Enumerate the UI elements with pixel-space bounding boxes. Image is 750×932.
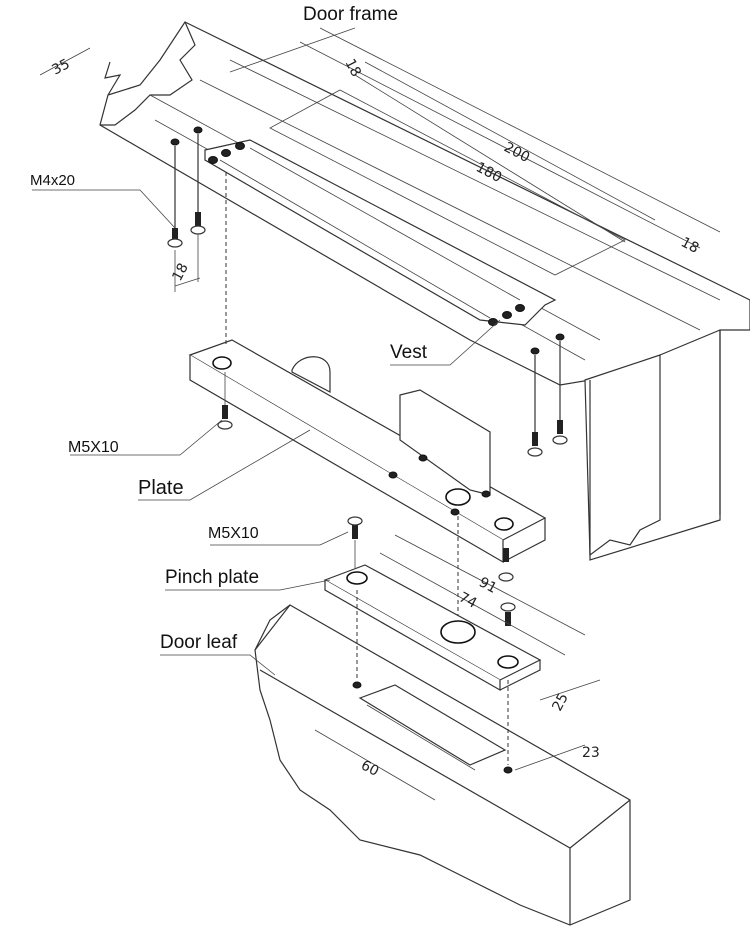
frame-holes bbox=[170, 126, 565, 355]
label-door-leaf: Door leaf bbox=[160, 632, 238, 653]
plate-screw bbox=[217, 172, 514, 620]
dimension-text: 35 18 200 180 18 18 91 74 25 60 23 bbox=[49, 56, 701, 780]
text-labels: Door frame M4x20 Vest M5X10 Plate M5X10 … bbox=[30, 4, 428, 653]
dim-74: 74 bbox=[456, 589, 479, 612]
label-plate: Plate bbox=[138, 477, 184, 499]
dimension-lines bbox=[39, 27, 721, 801]
door-frame bbox=[99, 21, 750, 561]
label-vest: Vest bbox=[390, 342, 428, 363]
dim-60: 60 bbox=[358, 757, 381, 779]
label-m4x20: M4x20 bbox=[30, 172, 75, 189]
m4x20-screws bbox=[167, 134, 206, 292]
dim-18-screw: 18 bbox=[169, 261, 191, 284]
label-m5x10-mid: M5X10 bbox=[208, 525, 259, 542]
pinch-plate bbox=[323, 516, 542, 692]
dim-25: 25 bbox=[549, 691, 571, 714]
door-leaf bbox=[254, 590, 631, 926]
dim-18-top: 18 bbox=[341, 56, 363, 79]
label-m5x10-top: M5X10 bbox=[68, 439, 119, 456]
leader-lines bbox=[32, 27, 501, 676]
dim-23: 23 bbox=[582, 745, 600, 761]
label-door-frame: Door frame bbox=[303, 4, 398, 25]
dim-91: 91 bbox=[476, 574, 499, 596]
dim-200: 200 bbox=[501, 139, 532, 166]
label-pinch-plate: Pinch plate bbox=[165, 567, 259, 588]
dim-18-right: 18 bbox=[678, 234, 701, 256]
dim-35: 35 bbox=[49, 56, 72, 78]
plate bbox=[188, 339, 547, 564]
frame-right-screws bbox=[527, 341, 568, 457]
